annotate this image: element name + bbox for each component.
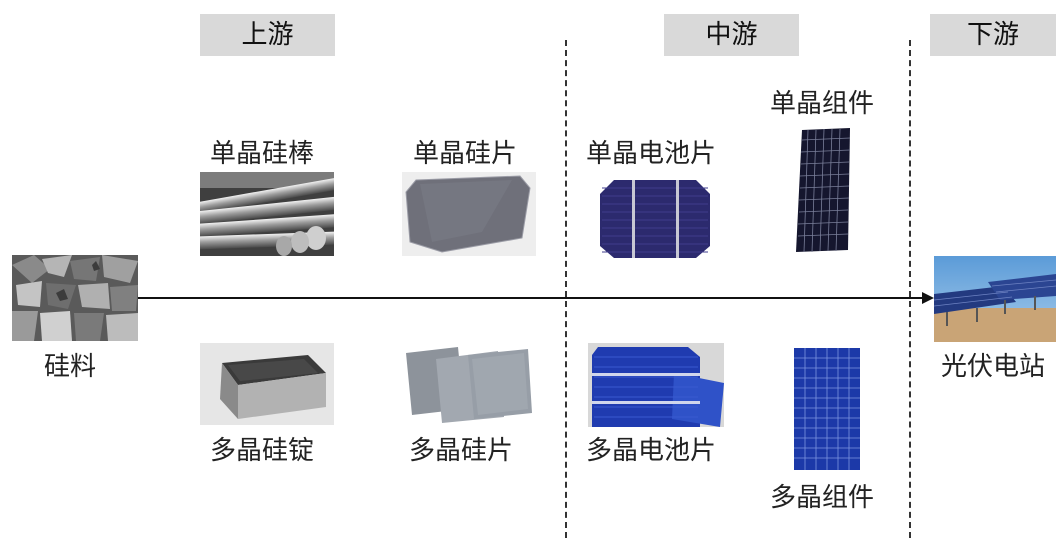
label-pv-plant: 光伏电站 bbox=[941, 352, 1046, 382]
multi-cell-image bbox=[588, 343, 724, 427]
mono-wafer-image bbox=[402, 172, 536, 256]
divider-upstream-midstream bbox=[565, 40, 567, 538]
mono-rod-image bbox=[200, 172, 334, 256]
stage-downstream: 下游 bbox=[930, 14, 1056, 56]
pv-plant-image bbox=[934, 256, 1056, 342]
stage-midstream: 中游 bbox=[664, 14, 799, 56]
multi-ingot-image bbox=[200, 343, 334, 425]
label-mono-cell: 单晶电池片 bbox=[586, 139, 717, 169]
multi-module-image bbox=[790, 346, 864, 472]
label-mono-module: 单晶组件 bbox=[770, 89, 875, 119]
label-multi-wafer: 多晶硅片 bbox=[409, 436, 514, 466]
label-multi-module: 多晶组件 bbox=[770, 483, 875, 513]
label-multi-ingot: 多晶硅锭 bbox=[210, 436, 315, 466]
mono-cell-image bbox=[592, 176, 718, 260]
label-mono-wafer: 单晶硅片 bbox=[413, 139, 518, 169]
divider-midstream-downstream bbox=[909, 40, 911, 538]
silicon-material-image bbox=[12, 255, 138, 341]
multi-wafer-image bbox=[402, 343, 536, 425]
mono-module-image bbox=[790, 126, 856, 254]
label-silicon-material: 硅料 bbox=[44, 352, 97, 382]
stage-upstream: 上游 bbox=[200, 14, 335, 56]
label-multi-cell: 多晶电池片 bbox=[586, 436, 717, 466]
label-mono-rod: 单晶硅棒 bbox=[210, 139, 315, 169]
